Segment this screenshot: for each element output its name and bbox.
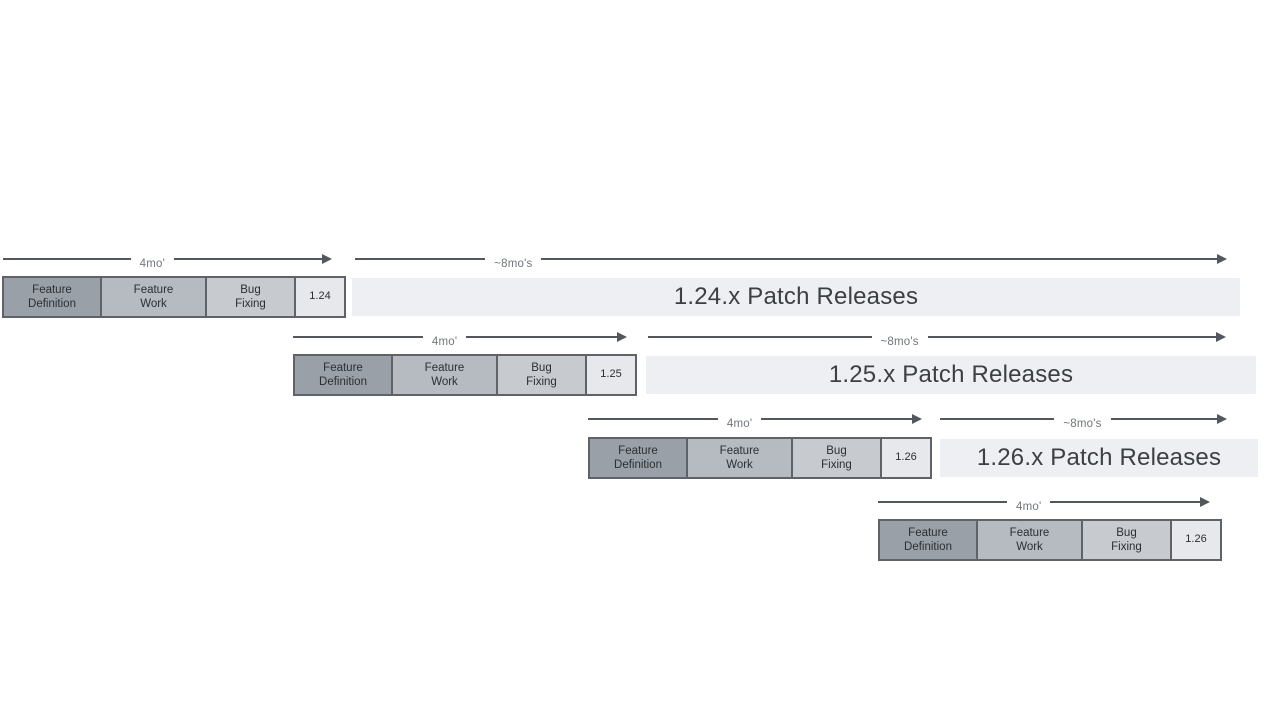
version-box: 1.24 [294, 276, 346, 318]
arrow-head [466, 332, 627, 342]
version-box: 1.25 [585, 354, 637, 396]
arrow-line [940, 418, 1055, 420]
phase-label: Feature Work [719, 444, 760, 471]
version-label: 1.26 [1185, 533, 1207, 546]
phase-label: Feature Work [424, 361, 465, 388]
dev-cycle-arrow: 4mo' [878, 495, 1210, 513]
patch-duration-label: ~8mo's [880, 336, 919, 348]
dev-cycle-arrow: 4mo' [3, 252, 332, 270]
patch-releases-bar: 1.25.x Patch Releases [646, 356, 1256, 394]
phase-boxes: Feature Definition Feature Work Bug Fixi… [878, 519, 1222, 561]
phase-label: Bug Fixing [821, 444, 852, 471]
arrow-head [174, 254, 332, 264]
phase-box-feature-work: Feature Work [976, 519, 1083, 561]
arrow-head [541, 254, 1227, 264]
phase-box-feature-work: Feature Work [686, 437, 793, 479]
phase-box-feature-work: Feature Work [100, 276, 207, 318]
version-box: 1.26 [880, 437, 932, 479]
arrow-head [927, 332, 1227, 342]
patch-cycle-arrow: ~8mo's [940, 412, 1228, 430]
arrow-head [1110, 414, 1228, 424]
dev-duration-label: 4mo' [1015, 501, 1042, 513]
phase-label: Bug Fixing [526, 361, 557, 388]
arrow-line [293, 336, 423, 338]
phase-box-feature-definition: Feature Definition [878, 519, 978, 561]
version-label: 1.25 [600, 368, 622, 381]
phase-label: Feature Definition [319, 361, 367, 388]
dev-cycle-arrow: 4mo' [293, 330, 627, 348]
phase-box-feature-definition: Feature Definition [588, 437, 688, 479]
phase-box-feature-work: Feature Work [391, 354, 498, 396]
phase-box-bug-fixing: Bug Fixing [791, 437, 882, 479]
arrow-line [648, 336, 872, 338]
patch-cycle-arrow: ~8mo's [648, 330, 1227, 348]
phase-boxes: Feature Definition Feature Work Bug Fixi… [293, 354, 637, 396]
phase-label: Feature Definition [904, 526, 952, 553]
patch-duration-label: ~8mo's [494, 258, 533, 270]
arrow-line [355, 258, 486, 260]
phase-box-feature-definition: Feature Definition [2, 276, 102, 318]
dev-cycle-arrow: 4mo' [588, 412, 922, 430]
version-label: 1.24 [309, 290, 331, 303]
dev-duration-label: 4mo' [726, 418, 753, 430]
phase-box-bug-fixing: Bug Fixing [496, 354, 587, 396]
arrow-line [588, 418, 718, 420]
phase-box-feature-definition: Feature Definition [293, 354, 393, 396]
dev-duration-label: 4mo' [431, 336, 458, 348]
phase-boxes: Feature Definition Feature Work Bug Fixi… [2, 276, 346, 318]
patch-releases-bar: 1.24.x Patch Releases [352, 278, 1240, 316]
phase-boxes: Feature Definition Feature Work Bug Fixi… [588, 437, 932, 479]
arrow-line [878, 501, 1007, 503]
phase-label: Feature Definition [614, 444, 662, 471]
version-box: 1.26 [1170, 519, 1222, 561]
phase-label: Bug Fixing [235, 283, 266, 310]
phase-box-bug-fixing: Bug Fixing [1081, 519, 1172, 561]
phase-label: Feature Definition [28, 283, 76, 310]
patch-releases-bar: 1.26.x Patch Releases [940, 439, 1258, 477]
dev-duration-label: 4mo' [139, 258, 165, 270]
phase-label: Feature Work [133, 283, 174, 310]
patch-cycle-arrow: ~8mo's [355, 252, 1227, 270]
arrow-head [1050, 497, 1210, 507]
arrow-line [3, 258, 131, 260]
patch-duration-label: ~8mo's [1063, 418, 1102, 430]
version-label: 1.26 [895, 451, 917, 464]
phase-label: Feature Work [1009, 526, 1050, 553]
phase-label: Bug Fixing [1111, 526, 1142, 553]
phase-box-bug-fixing: Bug Fixing [205, 276, 296, 318]
arrow-head [761, 414, 922, 424]
